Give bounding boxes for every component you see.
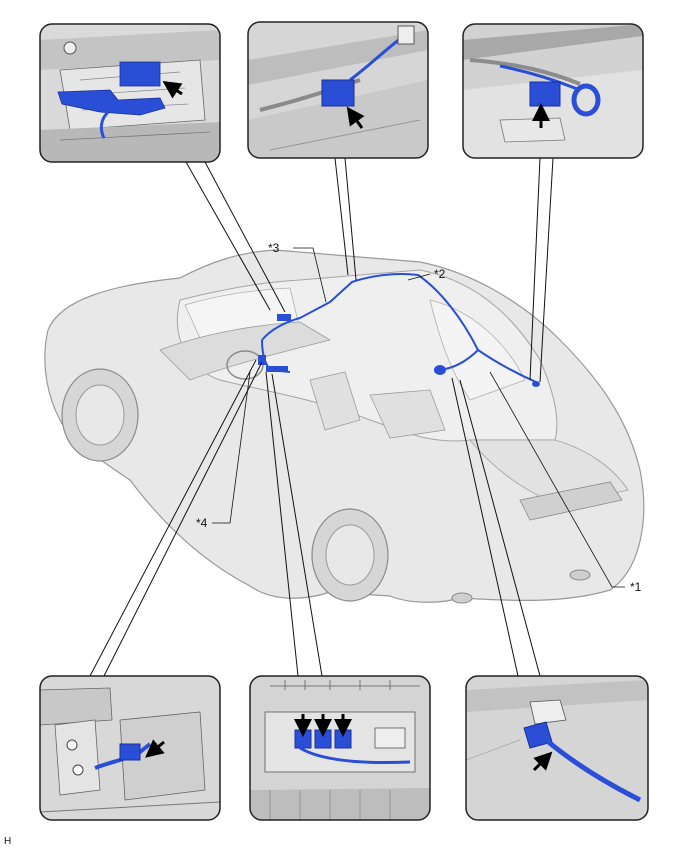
figure-code: H — [4, 836, 12, 847]
harness-connector-dash — [277, 314, 291, 321]
wire-harness — [258, 272, 540, 387]
detail-panel-under-dash — [39, 675, 221, 821]
detail-panel-antenna-terminal — [465, 675, 649, 821]
front-seat — [309, 371, 361, 431]
callout-lines — [212, 247, 625, 588]
harness-main-route — [261, 272, 537, 383]
harness-antenna-connector — [434, 365, 446, 375]
front-wheel — [61, 368, 139, 462]
exhaust-tip-right — [569, 569, 591, 581]
callout-1: *1 — [630, 580, 642, 594]
arrow-icon — [145, 739, 165, 758]
tail-light — [519, 481, 623, 521]
detail-panel-rear-clamp — [462, 23, 644, 159]
harness-rear-terminal — [532, 381, 540, 387]
callout-3: *3 — [268, 241, 280, 255]
exhaust-tip-left — [451, 592, 473, 604]
arrow-icon — [346, 106, 365, 129]
detail-panel-dash-junction — [39, 23, 221, 163]
rear-wheel — [311, 508, 389, 602]
arrow-icon — [162, 81, 183, 99]
rear-seat — [369, 389, 446, 439]
leader-lines — [89, 157, 554, 677]
harness-connector-stack — [258, 355, 266, 365]
vehicle-illustration — [44, 249, 645, 604]
callout-4: *4 — [196, 516, 208, 530]
detail-panel-headliner-connector — [247, 21, 429, 159]
detail-panel-connector-block — [249, 675, 431, 821]
harness-connector-lower — [266, 366, 288, 372]
arrow-icon — [532, 751, 553, 772]
callout-2: *2 — [434, 267, 446, 281]
